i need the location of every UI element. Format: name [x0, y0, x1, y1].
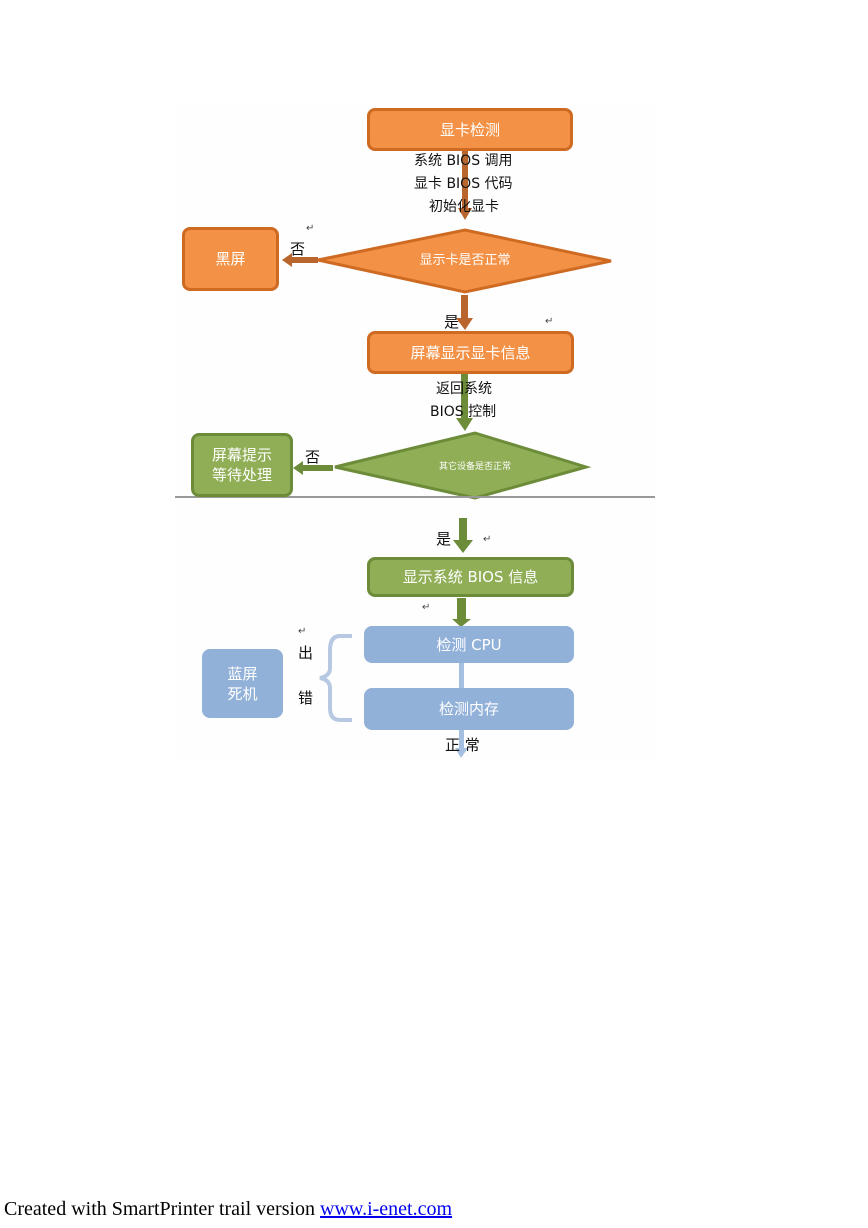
decision-diamond-gpu [317, 228, 612, 294]
arrow-shaft-4 [459, 518, 467, 542]
paragraph-mark: ↵ [422, 602, 431, 613]
arrow-shaft-7 [459, 730, 464, 750]
footer-text: Created with SmartPrinter trail version [4, 1198, 321, 1220]
arrow-shaft-6 [459, 663, 464, 689]
footer-link[interactable]: www.i-enet.com [320, 1198, 453, 1220]
arrow-shaft-no-2 [303, 465, 333, 471]
edge-label-yes-1: 是 [444, 313, 460, 331]
node-black-screen: 黑屏 [182, 227, 279, 291]
footer-watermark: Created with SmartPrinter trail version … [4, 1198, 452, 1221]
paragraph-mark: ↵ [298, 626, 307, 637]
paragraph-mark: ↵ [545, 316, 554, 327]
paragraph-mark: ↵ [306, 223, 315, 234]
edge-label-return-system: 返回系统 [436, 381, 492, 397]
arrow-head-7 [455, 748, 468, 758]
node-show-bios-info: 显示系统 BIOS 信息 [367, 557, 574, 597]
decision-diamond-devices [334, 431, 592, 500]
edge-label-no-1: 否 [290, 240, 306, 258]
edge-label-yes-2: 是 [436, 530, 452, 548]
arrow-shaft-3 [461, 374, 468, 420]
node-detect-memory: 检测内存 [364, 688, 574, 730]
arrow-shaft-5 [457, 598, 466, 620]
edge-label-error-2: 错 [298, 689, 314, 707]
arrow-head-no-2 [293, 461, 303, 475]
edge-label-bios-control: BIOS 控制 [430, 404, 497, 420]
node-wait-prompt: 屏幕提示 等待处理 [191, 433, 293, 497]
error-brace [319, 634, 352, 722]
arrow-shaft-2 [461, 295, 468, 319]
arrow-head-3 [456, 418, 473, 431]
arrow-shaft-no-1 [292, 257, 318, 263]
arrow-head-no-1 [282, 253, 292, 267]
arrow-shaft-1 [462, 150, 468, 208]
edge-label-gpu-bios-code: 显卡 BIOS 代码 [414, 176, 513, 192]
decision-label-gpu-ok: 显示卡是否正常 [419, 253, 511, 268]
arrow-head-2 [456, 318, 473, 330]
arrow-head-4 [453, 540, 473, 553]
edge-label-error-1: 出 [298, 644, 314, 662]
edge-label-bios-call: 系统 BIOS 调用 [414, 153, 513, 169]
node-show-gpu-info: 屏幕显示显卡信息 [367, 331, 574, 374]
edge-label-init-gpu: 初始化显卡 [429, 199, 499, 215]
decision-label-other-devices: 其它设备是否正常 [438, 462, 511, 472]
paragraph-mark: ↵ [483, 534, 492, 545]
node-gpu-detect: 显卡检测 [367, 108, 573, 151]
node-blue-screen: 蓝屏 死机 [202, 649, 283, 718]
node-detect-cpu: 检测 CPU [364, 626, 574, 663]
edge-label-normal: 正 常 [445, 736, 480, 754]
arrow-head-1 [458, 208, 472, 220]
arrow-head-5 [452, 619, 471, 627]
edge-label-no-2: 否 [305, 448, 321, 466]
